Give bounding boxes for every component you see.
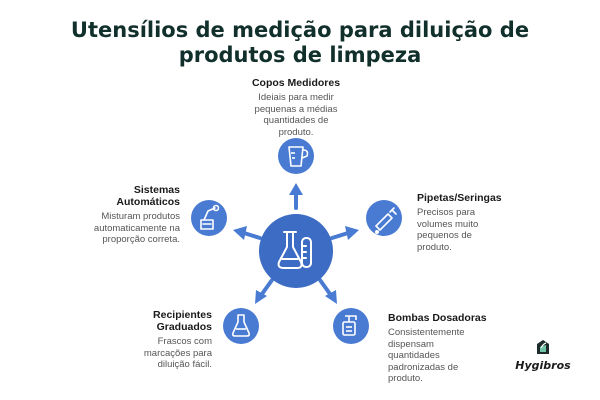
- arrow-lower-left: [255, 278, 274, 304]
- node-recipientes: [223, 308, 259, 344]
- node-title: Copos Medidores: [251, 77, 341, 89]
- node-pipetas-text: Pipetas/Seringas Precisos para volumes m…: [417, 192, 537, 253]
- arrow-up: [289, 183, 303, 210]
- node-copos: [278, 138, 314, 174]
- node-sistemas-text: Sistemas Automáticos Misturam produtos a…: [60, 184, 180, 246]
- desc-line: pequenas a médias: [254, 103, 338, 115]
- node-description: Precisos para volumes muito pequenos de …: [417, 207, 537, 253]
- desc-line: Ideiais para medir: [258, 92, 334, 103]
- node-title: Pipetas/Seringas: [417, 192, 502, 204]
- title-line: Automáticos: [116, 196, 180, 208]
- pipette-syringe-icon: [374, 207, 397, 235]
- hygibros-logo-icon: [537, 340, 549, 354]
- node-title: Recipientes Graduados: [100, 309, 212, 333]
- desc-line: Frascos com: [157, 336, 212, 347]
- node-description: Frascos com marcações para diluição fáci…: [100, 336, 212, 371]
- title-line: Graduados: [156, 321, 212, 333]
- desc-line: padronizadas de: [388, 361, 459, 373]
- desc-line: dispensam: [388, 338, 434, 350]
- desc-line: pequenos de: [417, 230, 472, 241]
- node-bombas: [333, 308, 369, 344]
- desc-line: produto.: [278, 126, 314, 138]
- node-description: Misturam produtos automaticamente na pro…: [60, 211, 180, 246]
- desc-line: produto.: [417, 241, 452, 253]
- arrow-lower-right: [318, 278, 337, 304]
- node-sistemas: [191, 200, 227, 236]
- graduated-flask-icon: [231, 314, 251, 337]
- title-line-2: produtos de limpeza: [178, 43, 422, 67]
- node-bombas-text: Bombas Dosadoras Consistentemente dispen…: [388, 312, 498, 385]
- title-line: Recipientes: [153, 309, 212, 321]
- desc-line: marcações para: [143, 347, 212, 359]
- desc-line: Consistentemente: [388, 327, 465, 338]
- desc-line: Misturam produtos: [101, 211, 180, 222]
- desc-line: produto.: [388, 373, 423, 384]
- desc-line: diluição fácil.: [157, 359, 212, 370]
- desc-line: quantidades: [388, 350, 440, 361]
- node-recipientes-text: Recipientes Graduados Frascos com marcaç…: [100, 309, 212, 371]
- center-node: [259, 214, 333, 288]
- desc-line: volumes muito: [417, 218, 479, 230]
- flask-and-tube-icon: [277, 231, 312, 269]
- automatic-system-icon: [200, 204, 220, 230]
- logo-text: Hygibros: [515, 359, 571, 372]
- node-title: Bombas Dosadoras: [388, 312, 487, 324]
- desc-line: proporção correta.: [102, 234, 180, 245]
- measuring-cup-icon: [288, 146, 309, 167]
- arrow-upper-right: [330, 226, 359, 240]
- desc-line: automaticamente na: [93, 222, 180, 234]
- page-title: Utensílios de medição para diluição de p…: [0, 18, 600, 68]
- dosing-pump-icon: [342, 315, 357, 336]
- desc-line: quantidades de: [263, 115, 329, 126]
- hygibros-logo: Hygibros: [508, 338, 578, 374]
- title-line-1: Utensílios de medição para diluição de: [70, 18, 530, 42]
- arrow-upper-left: [233, 226, 262, 240]
- node-copos-text: Copos Medidores Ideiais para medir peque…: [226, 77, 366, 138]
- desc-line: Precisos para: [417, 207, 476, 218]
- node-description: Ideiais para medir pequenas a médias qua…: [226, 92, 366, 138]
- title-line: Sistemas: [133, 184, 180, 196]
- node-description: Consistentemente dispensam quantidades p…: [388, 327, 498, 385]
- node-pipetas: [366, 200, 402, 236]
- node-title: Sistemas Automáticos: [60, 184, 180, 208]
